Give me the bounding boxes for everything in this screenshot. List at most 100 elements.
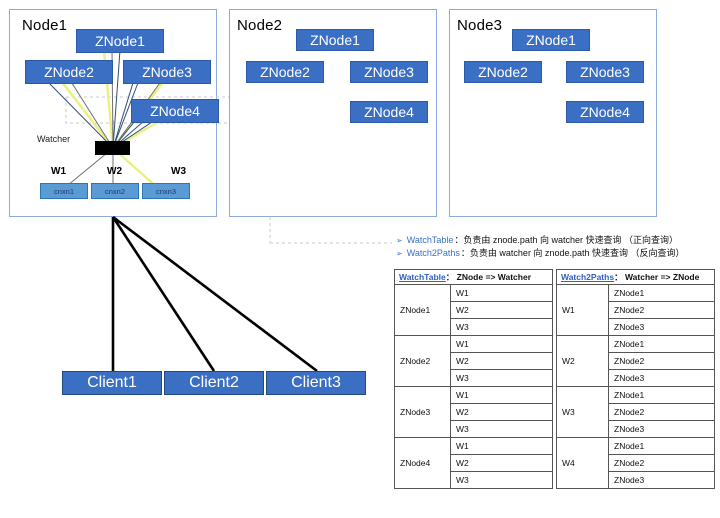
legend-key-watchtable: WatchTable [406, 235, 454, 245]
table-row: W4 ZNode1 [556, 437, 716, 489]
w2p-value-0-1: ZNode2 [607, 301, 716, 319]
watcher-label: Watcher [37, 134, 71, 144]
client1-box[interactable]: Client1 [62, 371, 162, 395]
watch-table: WatchTable： ZNode => Watcher ZNode1 W1 W… [394, 269, 553, 489]
watch2paths-header-row: Watch2Paths： Watcher => ZNode [555, 269, 716, 285]
watch-value-0-2: W3 [450, 318, 553, 336]
w2p-value-3-2: ZNode3 [607, 471, 716, 489]
client2-box[interactable]: Client2 [164, 371, 264, 395]
node3-znode3[interactable]: ZNode3 [566, 61, 644, 83]
watch2paths-header-key: Watch2Paths [561, 272, 615, 282]
node3-title: Node3 [457, 17, 503, 34]
w2p-value-1-1: ZNode2 [607, 352, 716, 370]
node3-znode1[interactable]: ZNode1 [512, 29, 590, 51]
table-row: W2 ZNode1 [556, 335, 716, 387]
watch-value-2-0: W1 [450, 386, 553, 404]
watch-table-body: ZNode1 W1 W2 W3 ZNode2 W1 W2 W3 [394, 284, 553, 489]
watch-table-header-row: WatchTable： ZNode => Watcher [394, 269, 553, 285]
watcher-hub [95, 141, 130, 155]
watch-value-0-0: W1 [450, 284, 553, 302]
watch-table-header-right: Watcher [497, 272, 532, 282]
watch-table-header-left: ZNode [456, 272, 484, 282]
w2p-value-0-0: ZNode1 [607, 284, 716, 302]
watch-value-1-1: W2 [450, 352, 553, 370]
node1-znode2[interactable]: ZNode2 [25, 60, 113, 84]
node1-znode3[interactable]: ZNode3 [123, 60, 211, 84]
node2-znode3[interactable]: ZNode3 [350, 61, 428, 83]
watch-value-0-1: W2 [450, 301, 553, 319]
w2p-group-label-2: W3 [556, 386, 609, 438]
node2-title: Node2 [237, 17, 283, 34]
legend-text-watch2paths: 负责由 watcher 向 znode.path 快速查询 （反向查询） [469, 248, 685, 258]
w2p-value-3-0: ZNode1 [607, 437, 716, 455]
legend-row-watch2paths: ➢ Watch2Paths ： 负责由 watcher 向 znode.path… [396, 247, 716, 260]
node1-w-label-w1: W1 [51, 166, 66, 177]
cnxn3-box[interactable]: cnxn3 [142, 183, 190, 199]
watch2paths-header-right: ZNode [672, 272, 700, 282]
w2p-value-1-0: ZNode1 [607, 335, 716, 353]
watch2paths-header-arrow: => [660, 272, 671, 282]
watch-value-3-0: W1 [450, 437, 553, 455]
watch-table-header: WatchTable： ZNode => Watcher [394, 269, 553, 285]
node2-znode2[interactable]: ZNode2 [246, 61, 324, 83]
watch2paths-table-body: W1 ZNode1 ZNode2 ZNode3 W2 ZNode1 ZNode2 [556, 284, 716, 489]
watch-table-header-key: WatchTable [399, 272, 446, 282]
watch-group-label-3: ZNode4 [394, 437, 451, 489]
node2-znode1[interactable]: ZNode1 [296, 29, 374, 51]
legend-block: ➢ WatchTable ： 负责由 znode.path 向 watcher … [396, 234, 716, 260]
node2-znode4[interactable]: ZNode4 [350, 101, 428, 123]
table-row: W3 ZNode1 [556, 386, 716, 438]
legend-text-watchtable: 负责由 znode.path 向 watcher 快速查询 （正向查询） [463, 235, 678, 245]
table-row: W1 ZNode1 [556, 284, 716, 336]
node3-znode2[interactable]: ZNode2 [464, 61, 542, 83]
w2p-value-2-1: ZNode2 [607, 403, 716, 421]
watch-value-2-2: W3 [450, 420, 553, 438]
bullet-arrow-icon-2: ➢ [396, 249, 403, 258]
node1-znode4[interactable]: ZNode4 [131, 99, 219, 123]
table-row: ZNode2 [557, 403, 716, 421]
watch-value-1-0: W1 [450, 335, 553, 353]
legend-sep-1: ： [460, 248, 470, 258]
watch-value-2-1: W2 [450, 403, 553, 421]
client3-box[interactable]: Client3 [266, 371, 366, 395]
table-row: ZNode3 [557, 471, 716, 489]
watch2paths-table: Watch2Paths： Watcher => ZNode W1 ZNode1 … [555, 269, 716, 489]
bullet-arrow-icon: ➢ [396, 236, 403, 245]
watch-table-header-arrow: => [485, 272, 496, 282]
table-row: ZNode3 W1 [394, 386, 553, 438]
legend-sep-0: ： [454, 235, 464, 245]
legend-key-watch2paths: Watch2Paths [406, 248, 460, 258]
w2p-group-label-0: W1 [556, 284, 609, 336]
watch2paths-table-wrap: Watch2Paths： Watcher => ZNode W1 ZNode1 … [555, 269, 716, 489]
watch2paths-header: Watch2Paths： Watcher => ZNode [555, 269, 716, 285]
watch-table-header-sep: ： [445, 272, 455, 282]
watch-group-label-1: ZNode2 [394, 335, 451, 387]
node3-znode4[interactable]: ZNode4 [566, 101, 644, 123]
watch-value-3-2: W3 [450, 471, 553, 489]
watch-group-label-0: ZNode1 [394, 284, 451, 336]
w2p-value-3-1: ZNode2 [607, 454, 716, 472]
cnxn2-box[interactable]: cnxn2 [91, 183, 139, 199]
legend-row-watchtable: ➢ WatchTable ： 负责由 znode.path 向 watcher … [396, 234, 716, 247]
w2p-value-0-2: ZNode3 [607, 318, 716, 336]
table-row: ZNode2 W1 [394, 335, 553, 387]
watch-value-1-2: W3 [450, 369, 553, 387]
node1-w-label-w2: W2 [107, 166, 122, 177]
watch-value-3-1: W2 [450, 454, 553, 472]
w2p-group-label-1: W2 [556, 335, 609, 387]
node1-w-label-w3: W3 [171, 166, 186, 177]
cnxn1-box[interactable]: cnxn1 [40, 183, 88, 199]
watch-table-wrap: WatchTable： ZNode => Watcher ZNode1 W1 W… [394, 269, 553, 489]
node1-title: Node1 [22, 17, 68, 34]
w2p-group-label-3: W4 [556, 437, 609, 489]
w2p-value-2-2: ZNode3 [607, 420, 716, 438]
w2p-value-1-2: ZNode3 [607, 369, 716, 387]
watch2paths-header-left: Watcher [624, 272, 659, 282]
w2p-value-2-0: ZNode1 [607, 386, 716, 404]
watch-group-label-2: ZNode3 [394, 386, 451, 438]
node1-znode1[interactable]: ZNode1 [76, 29, 164, 53]
table-row: ZNode4 W1 [394, 437, 553, 489]
watch2paths-header-sep: ： [614, 272, 623, 282]
table-row: ZNode1 W1 [394, 284, 553, 336]
